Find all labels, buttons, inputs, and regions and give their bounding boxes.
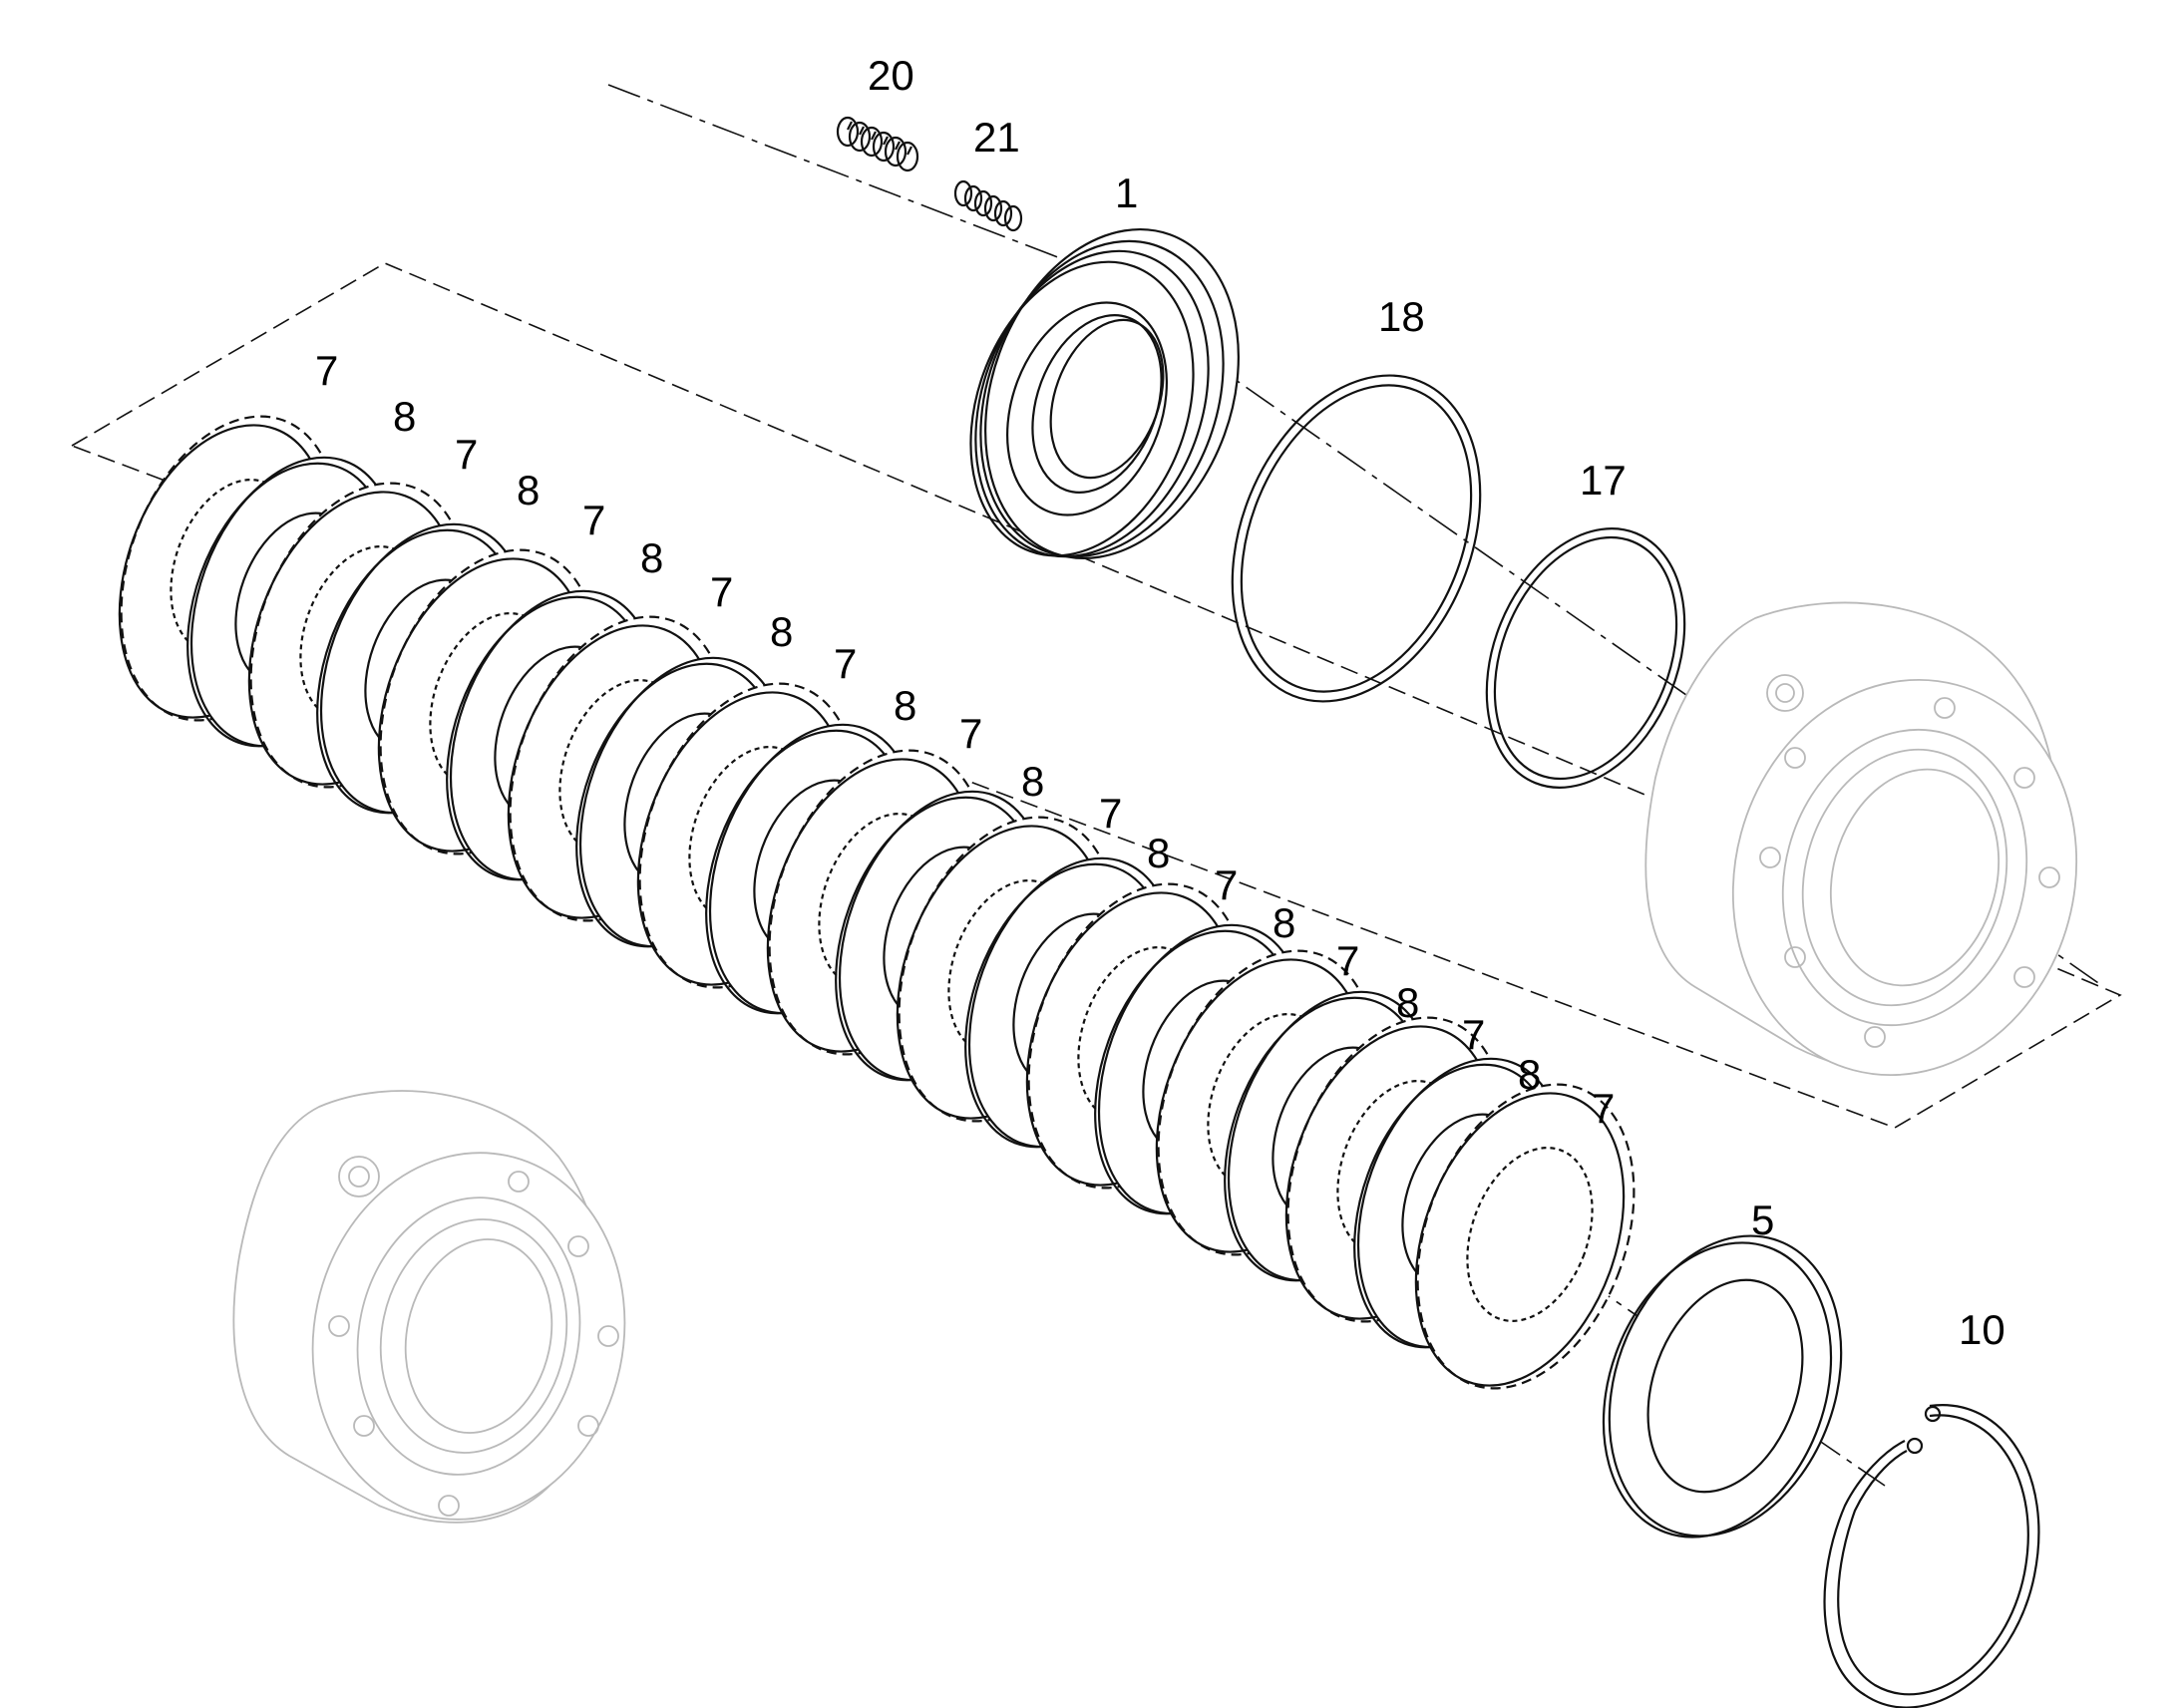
callout-1: 1 (1115, 170, 1138, 216)
callout-7: 7 (959, 710, 982, 757)
callout-20: 20 (868, 52, 914, 99)
callout-18: 18 (1378, 293, 1425, 340)
callout-7: 7 (1462, 1011, 1485, 1058)
callout-7: 7 (1592, 1085, 1615, 1132)
callout-7: 7 (1099, 790, 1122, 837)
callout-7: 7 (1336, 937, 1359, 984)
callout-8: 8 (517, 467, 540, 513)
callout-8: 8 (1272, 899, 1295, 946)
callout-8: 8 (1396, 979, 1419, 1026)
shim-5 (1602, 1234, 1843, 1538)
callout-7: 7 (582, 497, 605, 543)
callout-8: 8 (1518, 1051, 1541, 1098)
housing-ghost-upper (1644, 601, 2078, 1077)
callout-8: 8 (770, 608, 793, 655)
assembly-axis (607, 84, 1064, 260)
callout-8: 8 (894, 682, 916, 729)
callout-8: 8 (1147, 830, 1170, 876)
callout-8: 8 (640, 534, 663, 581)
housing-ghost-lower (232, 1090, 626, 1524)
clutch-disc-stack (118, 415, 1635, 1390)
callout-7: 7 (710, 568, 733, 615)
friction-disc-7 (1414, 1083, 1635, 1390)
callout-8: 8 (393, 393, 416, 440)
callout-7: 7 (455, 431, 478, 478)
plate-stack-group-frame (70, 262, 2122, 1129)
callout-7: 7 (1215, 861, 1238, 908)
callout-17: 17 (1580, 457, 1627, 504)
callout-7: 7 (834, 640, 857, 687)
seal-ring-18 (1231, 374, 1482, 703)
spring-20 (836, 116, 919, 172)
spring-21 (953, 179, 1023, 232)
callout-7: 7 (315, 347, 338, 394)
callout-5: 5 (1751, 1196, 1774, 1243)
callout-8: 8 (1021, 758, 1044, 805)
piston-1 (969, 227, 1240, 560)
callout-10: 10 (1959, 1306, 2005, 1353)
callout-21: 21 (973, 114, 1020, 161)
snap-ring-10 (1823, 1404, 2040, 1708)
seal-ring-17 (1485, 527, 1686, 789)
